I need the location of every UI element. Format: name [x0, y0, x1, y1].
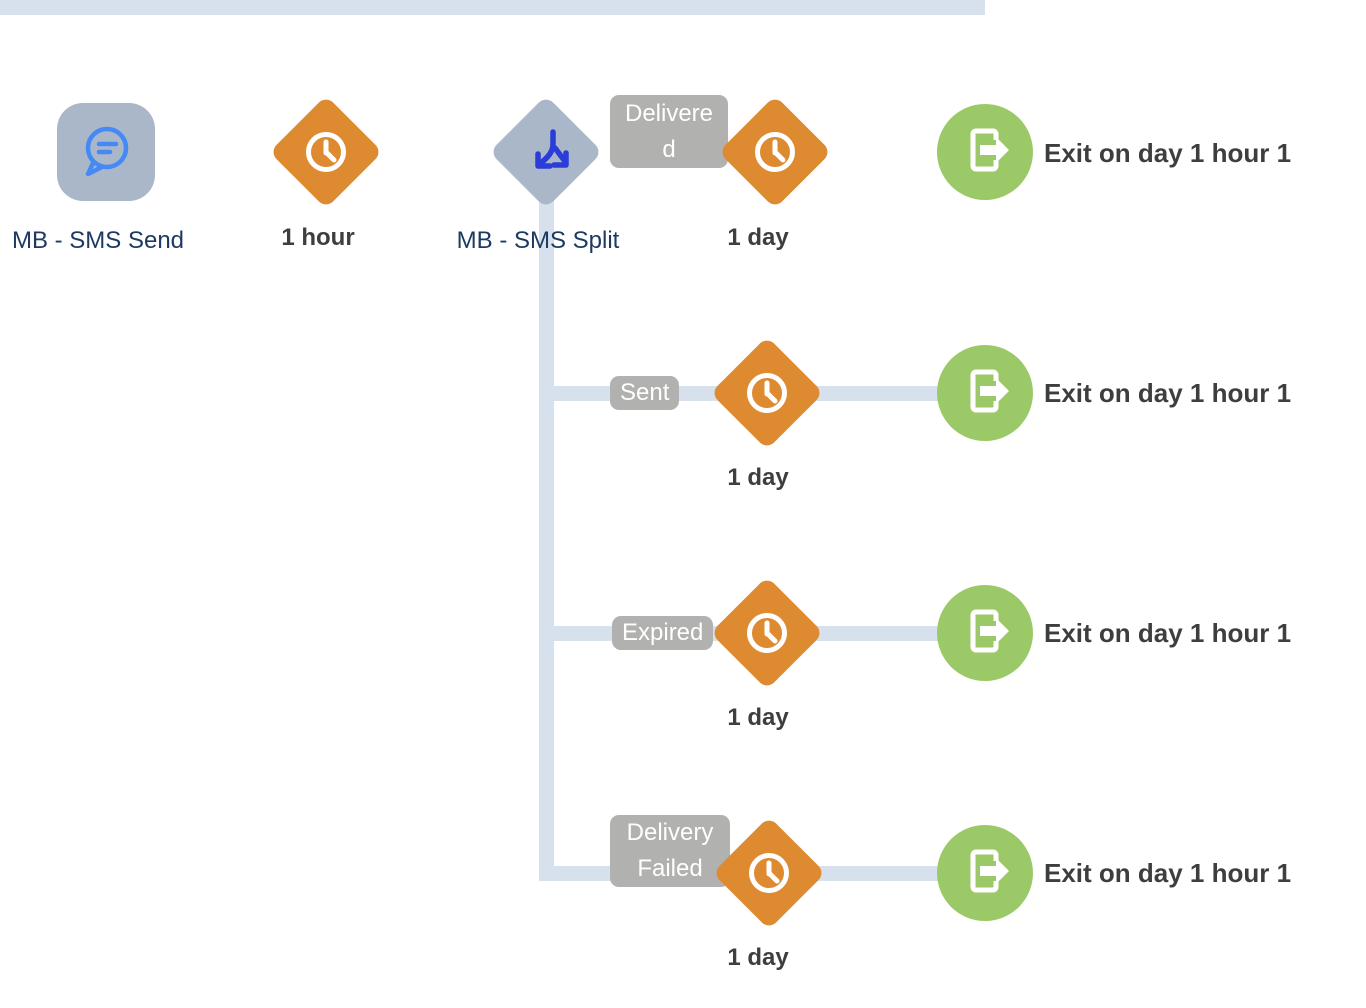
exit-icon: [959, 124, 1011, 181]
sms-send-node[interactable]: [57, 103, 155, 201]
sms-split-label: MB - SMS Split: [456, 227, 620, 254]
wait-1hour-node[interactable]: [269, 95, 383, 209]
exit-label-delivery-failed: Exit on day 1 hour 1: [1044, 858, 1292, 888]
wait-1day-label-delivered: 1 day: [727, 224, 789, 251]
clock-icon: [735, 112, 815, 192]
exit-node-delivered[interactable]: [937, 104, 1033, 200]
exit-icon: [959, 845, 1011, 902]
wait-1day-label-expired: 1 day: [727, 704, 789, 731]
wait-1day-label-delivery-failed: 1 day: [727, 944, 789, 971]
clock-icon: [727, 353, 807, 433]
sms-send-label: MB - SMS Send: [11, 227, 185, 254]
clock-icon: [286, 112, 366, 192]
wait-1day-node-delivered[interactable]: [718, 95, 832, 209]
path-badge-delivered: Delivered: [610, 95, 728, 168]
exit-node-expired[interactable]: [937, 585, 1033, 681]
path-badge-sent: Sent: [610, 376, 680, 410]
wait-1day-node-delivery-failed[interactable]: [712, 816, 826, 930]
sms-split-node[interactable]: [489, 95, 603, 209]
wait-1hour-label: 1 hour: [281, 224, 355, 251]
exit-node-delivery-failed[interactable]: [937, 825, 1033, 921]
exit-icon: [959, 365, 1011, 422]
wait-1day-node-expired[interactable]: [710, 576, 824, 690]
exit-label-sent: Exit on day 1 hour 1: [1044, 378, 1292, 408]
clock-icon: [727, 593, 807, 673]
wait-1day-label-sent: 1 day: [727, 464, 789, 491]
path-badge-delivery-failed: Delivery Failed: [610, 815, 730, 887]
exit-node-sent[interactable]: [937, 345, 1033, 441]
clock-icon: [729, 833, 809, 913]
connector-split-trunk: [539, 160, 554, 881]
exit-label-delivered: Exit on day 1 hour 1: [1044, 138, 1292, 168]
exit-icon: [959, 605, 1011, 662]
connector-main-line: [0, 0, 985, 15]
chat-bubble-icon: [78, 122, 134, 183]
split-arrows-icon: [506, 112, 586, 192]
path-badge-expired: Expired: [612, 616, 714, 650]
wait-1day-node-sent[interactable]: [710, 336, 824, 450]
exit-label-expired: Exit on day 1 hour 1: [1044, 618, 1292, 648]
